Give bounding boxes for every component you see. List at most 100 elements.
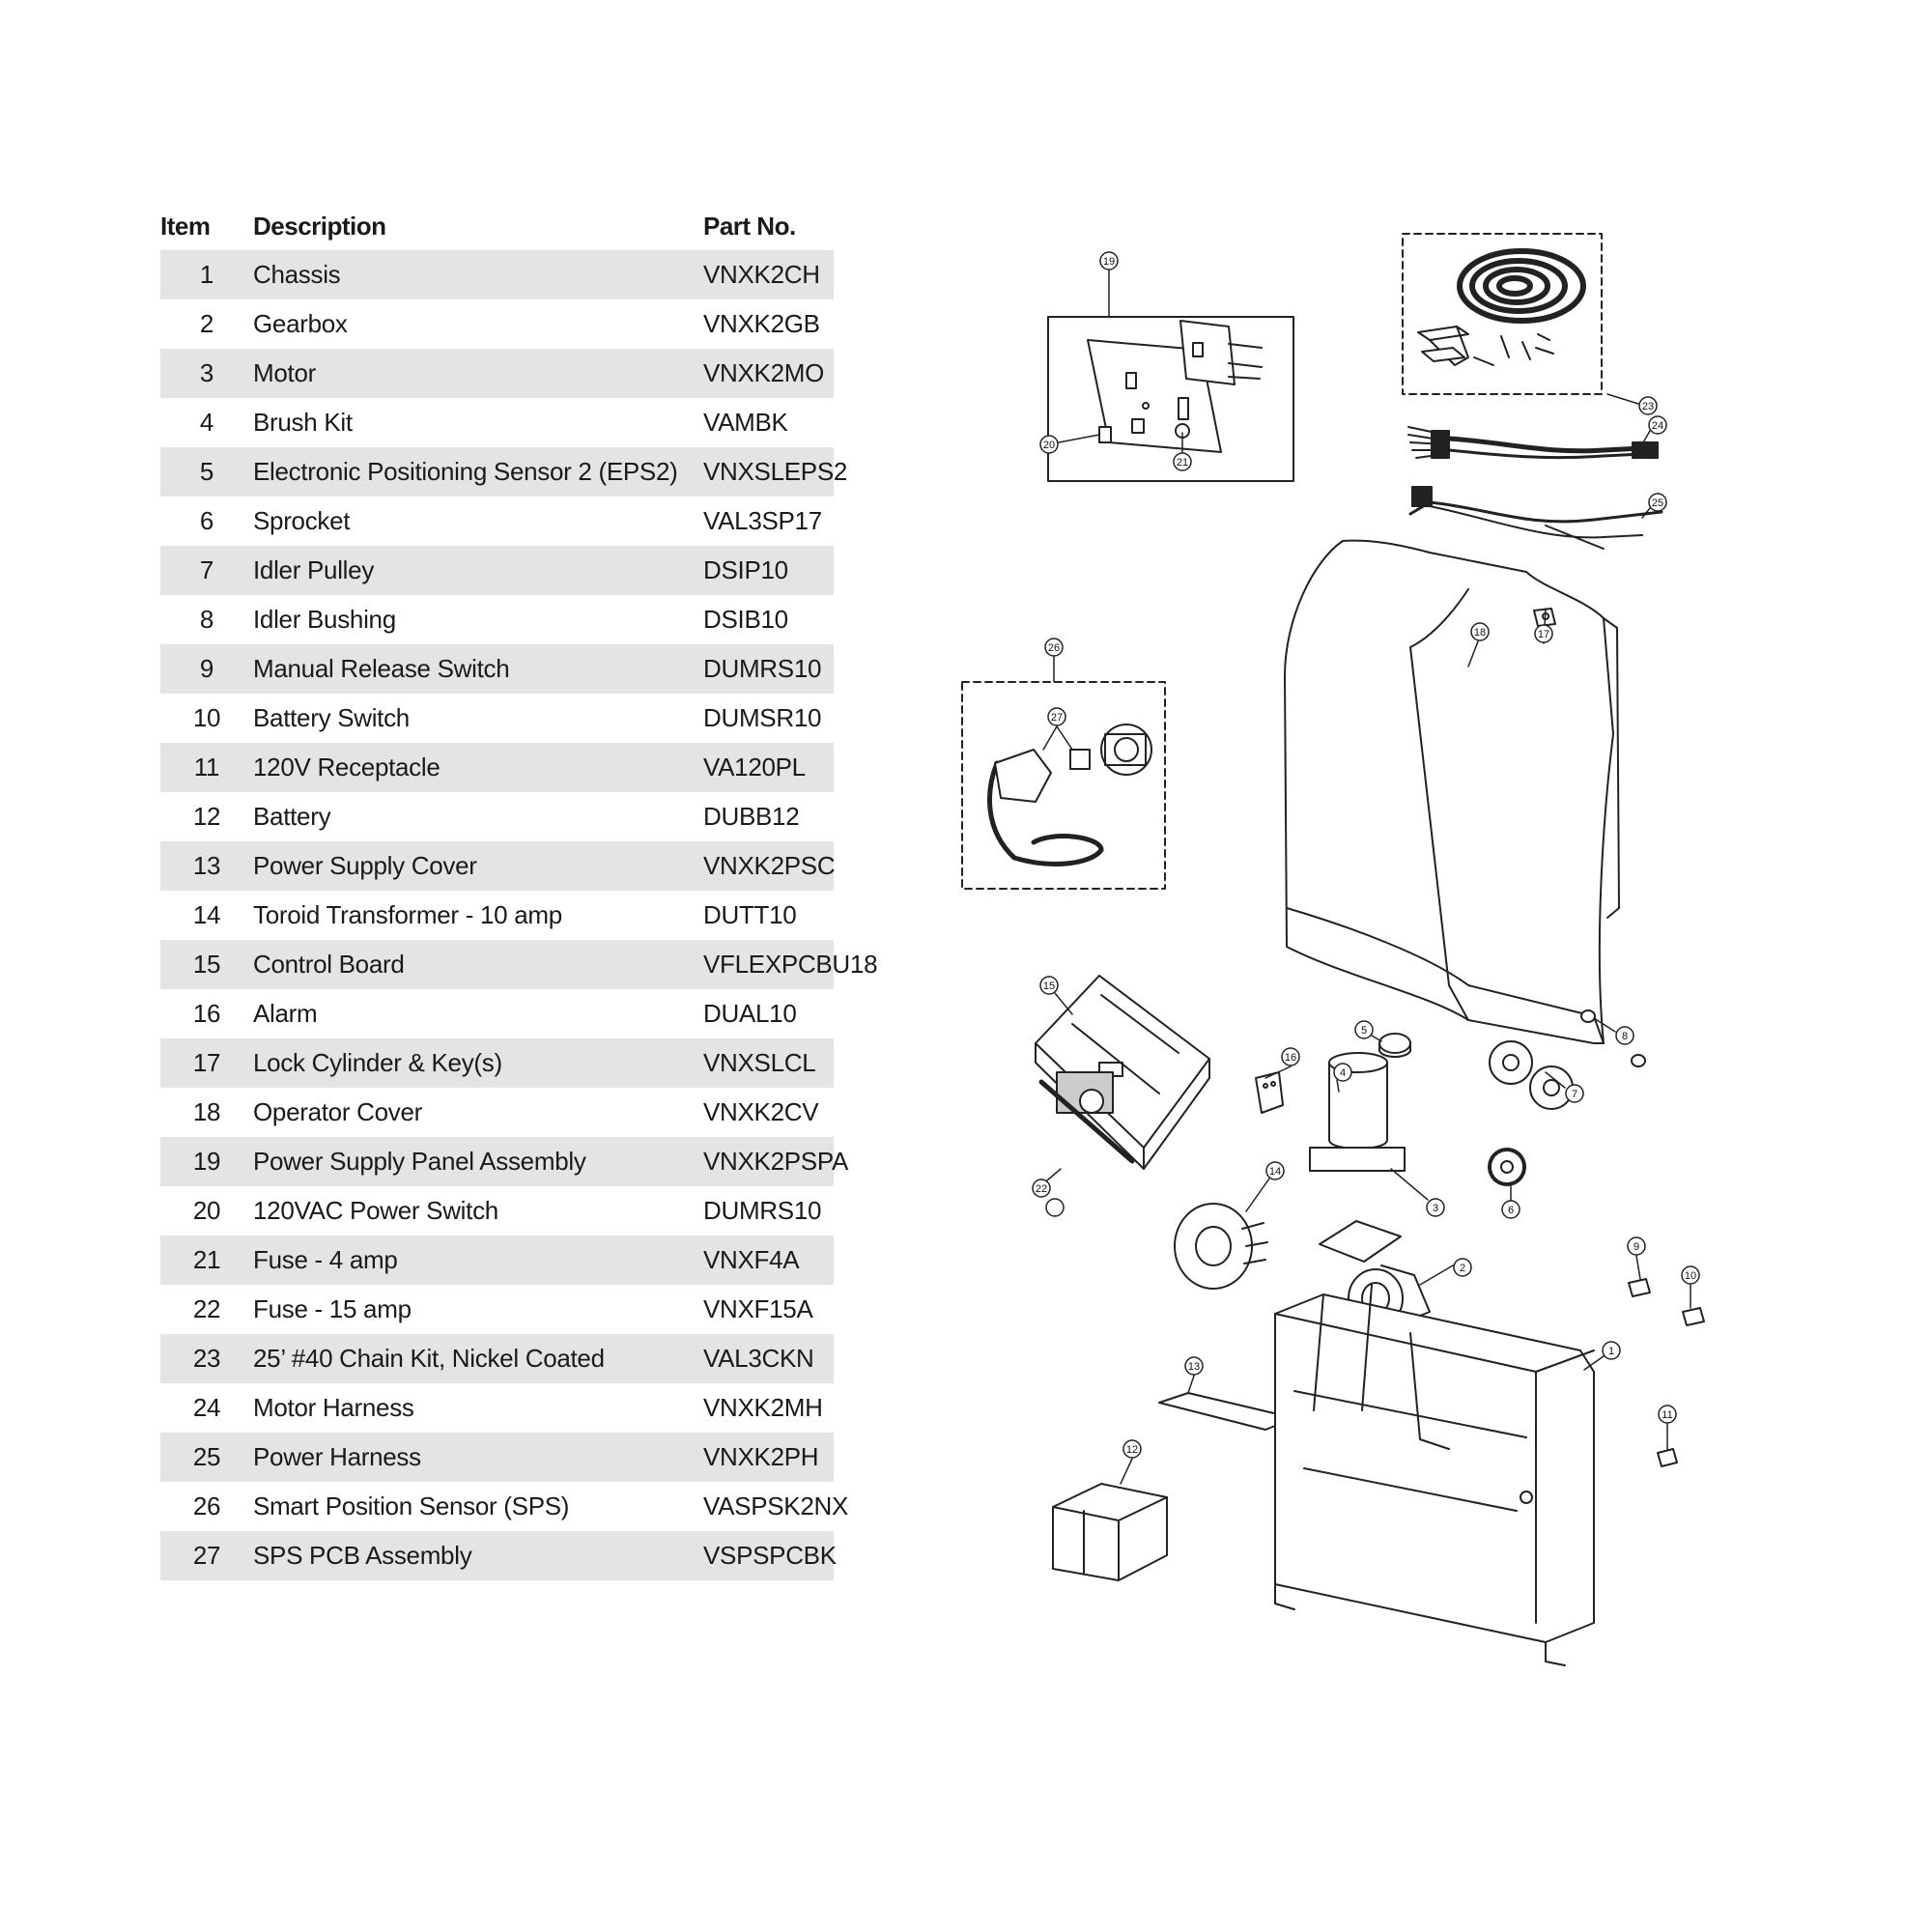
cell-part-no: DSIB10 xyxy=(703,605,788,634)
idler-pulley xyxy=(1489,1040,1574,1110)
cell-description: Gearbox xyxy=(253,309,348,338)
table-row: 12 Battery DUBB12 xyxy=(160,792,834,841)
header-item: Item xyxy=(160,211,211,241)
cell-description: 120VAC Power Switch xyxy=(253,1196,498,1225)
cell-part-no: VSPSPCBK xyxy=(703,1531,837,1580)
table-row: 22 Fuse - 15 amp VNXF15A xyxy=(160,1285,834,1334)
svg-text:20: 20 xyxy=(1043,440,1055,451)
sprocket xyxy=(1488,1148,1526,1186)
callout-6: 6 xyxy=(1501,1200,1520,1219)
table-row: 16 Alarm DUAL10 xyxy=(160,989,834,1038)
cell-item: 21 xyxy=(160,1236,253,1285)
svg-text:6: 6 xyxy=(1508,1205,1514,1216)
cell-part-no: DUMSR10 xyxy=(703,703,822,732)
callout-17: 17 xyxy=(1534,624,1553,643)
table-header-row: Item Description Part No. xyxy=(160,202,834,250)
cell-part-no: VNXF15A xyxy=(703,1294,813,1323)
cell-item: 16 xyxy=(192,999,221,1028)
callout-15: 15 xyxy=(1039,976,1059,995)
control-board xyxy=(1035,975,1210,1170)
cell-description: Lock Cylinder & Key(s) xyxy=(253,1038,703,1088)
cell-part-no: VNXK2GB xyxy=(703,309,820,338)
callout-5: 5 xyxy=(1354,1020,1374,1039)
cell-item: 22 xyxy=(192,1294,221,1323)
cell-part-no: VNXF4A xyxy=(703,1236,834,1285)
cell-part-no: VNXK2PSC xyxy=(703,841,836,891)
power-harness xyxy=(1408,486,1663,550)
svg-text:25: 25 xyxy=(1652,497,1663,509)
chain-kit xyxy=(1402,233,1603,395)
cell-part-no: VNXK2CH xyxy=(703,250,834,299)
cell-description: Power Harness xyxy=(253,1433,703,1482)
cell-item: 12 xyxy=(192,802,221,831)
callout-8: 8 xyxy=(1615,1026,1634,1045)
svg-text:14: 14 xyxy=(1269,1166,1281,1178)
electronic-positioning-sensor xyxy=(1378,1033,1411,1058)
cell-description: Battery Switch xyxy=(253,703,410,732)
cell-part-no: DUAL10 xyxy=(703,999,797,1028)
cell-item: 5 xyxy=(160,447,253,497)
cell-part-no: DUTT10 xyxy=(703,900,797,929)
callout-16: 16 xyxy=(1281,1047,1300,1066)
svg-text:21: 21 xyxy=(1177,457,1188,469)
cell-description: Manual Release Switch xyxy=(253,644,703,694)
callout-22: 22 xyxy=(1032,1179,1051,1198)
manual-release-switch xyxy=(1628,1278,1651,1297)
battery xyxy=(1052,1483,1168,1581)
idler-bushing xyxy=(1580,1009,1646,1067)
callout-24: 24 xyxy=(1648,415,1667,435)
cell-item: 27 xyxy=(160,1531,253,1580)
cell-description: 25’ #40 Chain Kit, Nickel Coated xyxy=(253,1334,703,1383)
cell-description: Alarm xyxy=(253,999,318,1028)
svg-text:9: 9 xyxy=(1634,1241,1639,1253)
cell-description: Battery xyxy=(253,802,331,831)
svg-text:5: 5 xyxy=(1361,1025,1367,1037)
callout-11: 11 xyxy=(1658,1405,1677,1424)
cell-item: 11 xyxy=(160,743,253,792)
svg-text:22: 22 xyxy=(1036,1183,1047,1195)
callout-19: 19 xyxy=(1099,251,1119,270)
svg-text:12: 12 xyxy=(1126,1444,1138,1456)
svg-text:18: 18 xyxy=(1474,627,1486,639)
cell-item: 19 xyxy=(160,1137,253,1186)
cell-description: Smart Position Sensor (SPS) xyxy=(253,1492,570,1520)
cell-part-no: VAL3SP17 xyxy=(703,506,822,535)
cell-part-no: VNXK2CV xyxy=(703,1097,819,1126)
cell-item: 24 xyxy=(192,1393,221,1422)
cell-item: 10 xyxy=(192,703,221,732)
alarm xyxy=(1255,1071,1284,1114)
motor xyxy=(1309,1052,1406,1172)
cell-part-no: DUBB12 xyxy=(703,802,800,831)
cell-item: 1 xyxy=(160,250,253,299)
callout-20: 20 xyxy=(1039,435,1059,454)
cell-part-no: VNXK2PSPA xyxy=(703,1137,848,1186)
cell-description: Fuse - 15 amp xyxy=(253,1294,412,1323)
cell-item: 18 xyxy=(192,1097,221,1126)
svg-text:17: 17 xyxy=(1538,629,1549,640)
cell-item: 14 xyxy=(192,900,221,929)
smart-position-sensor-kit xyxy=(961,681,1166,890)
cell-description: Chassis xyxy=(253,250,703,299)
cell-description: Idler Pulley xyxy=(253,546,703,595)
receptacle xyxy=(1657,1448,1678,1467)
cell-item: 2 xyxy=(199,309,214,338)
toroid-transformer xyxy=(1174,1203,1268,1290)
callout-9: 9 xyxy=(1627,1236,1646,1256)
cell-item: 6 xyxy=(199,506,214,535)
callouts: 19 20 21 23 24 25 26 27 18 17 15 16 5 4 … xyxy=(1032,251,1700,1459)
svg-text:3: 3 xyxy=(1433,1203,1438,1214)
table-row: 10 Battery Switch DUMSR10 xyxy=(160,694,834,743)
